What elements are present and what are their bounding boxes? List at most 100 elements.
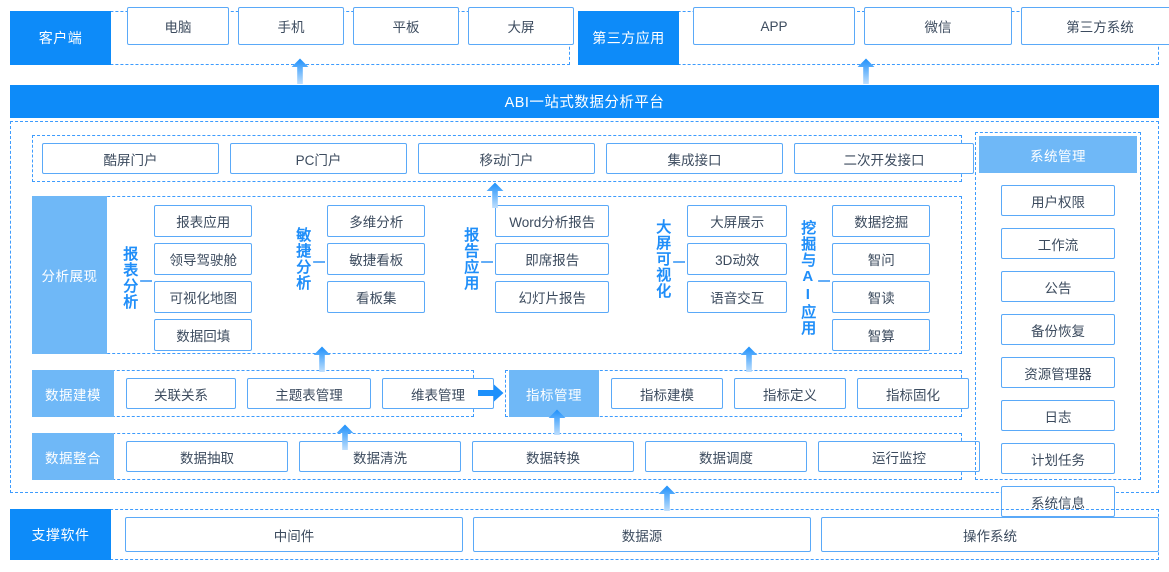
analysis-item-4-2[interactable]: 3D动效 xyxy=(687,243,788,275)
data-integration-item-5[interactable]: 运行监控 xyxy=(818,441,980,472)
portal-item-4[interactable]: 集成接口 xyxy=(606,143,783,174)
data-integration-item-4[interactable]: 数据调度 xyxy=(645,441,807,472)
analysis-group-item-list: 报表应用领导驾驶舱可视化地图数据回填 xyxy=(154,205,253,351)
analysis-item-label: 智读 xyxy=(867,291,895,306)
system-management-item-1[interactable]: 用户权限 xyxy=(1001,185,1115,216)
system-management-item-label: 工作流 xyxy=(1037,237,1079,253)
system-management-item-8[interactable]: 系统信息 xyxy=(1001,486,1115,517)
analysis-group-title: 挖掘与AI应用 xyxy=(799,220,817,336)
analysis-group-item-list: Word分析报告即席报告幻灯片报告 xyxy=(495,205,610,313)
data-integration-item-list: 数据抽取 数据清洗 数据转换 数据调度 运行监控 xyxy=(126,441,980,472)
analysis-item-2-2[interactable]: 敏捷看板 xyxy=(327,243,426,275)
data-integration-item-3[interactable]: 数据转换 xyxy=(472,441,634,472)
system-management-item-label: 备份恢复 xyxy=(1031,323,1085,339)
analysis-item-1-4[interactable]: 数据回填 xyxy=(154,319,253,351)
kpi-item-label: 指标固化 xyxy=(886,387,940,403)
analysis-group-1: 报表分析报表应用领导驾驶舱可视化地图数据回填 xyxy=(121,205,298,351)
analysis-group-item-list: 大屏展示 3D动效语音交互 xyxy=(687,205,788,313)
support-software-section-label: 支撑软件 xyxy=(10,509,111,560)
analysis-item-label: 多维分析 xyxy=(349,215,404,230)
system-management-section xyxy=(975,132,1141,480)
system-management-item-7[interactable]: 计划任务 xyxy=(1001,443,1115,474)
portal-item-2[interactable]: PC门户 xyxy=(230,143,407,174)
analysis-item-4-3[interactable]: 语音交互 xyxy=(687,281,788,313)
client-item-label: 手机 xyxy=(277,20,305,35)
portal-item-3[interactable]: 移动门户 xyxy=(418,143,595,174)
analysis-item-5-4[interactable]: 智算 xyxy=(832,319,931,351)
portal-item-label: 二次开发接口 xyxy=(843,152,925,168)
system-management-item-5[interactable]: 资源管理器 xyxy=(1001,357,1115,388)
client-item-label: 电脑 xyxy=(164,20,192,35)
support-item-2[interactable]: 数据源 xyxy=(473,517,811,552)
data-modeling-item-2[interactable]: 主题表管理 xyxy=(247,378,371,409)
data-modeling-item-list: 关联关系 主题表管理维表管理 xyxy=(126,378,494,409)
system-management-item-3[interactable]: 公告 xyxy=(1001,271,1115,302)
data-integration-item-label: 数据转换 xyxy=(526,450,580,466)
kpi-item-3[interactable]: 指标固化 xyxy=(857,378,969,409)
analysis-item-5-1[interactable]: 数据挖掘 xyxy=(832,205,931,237)
analysis-group-title: 敏捷分析 xyxy=(294,227,312,291)
analysis-item-label: 智算 xyxy=(867,329,895,344)
data-modeling-section-label: 数据建模 xyxy=(32,370,114,417)
arrow-report-up-arrow-up-icon xyxy=(313,346,331,372)
analysis-item-3-1[interactable]: Word分析报告 xyxy=(495,205,610,237)
client-item-4[interactable]: 大屏 xyxy=(468,7,574,45)
data-modeling-item-3[interactable]: 维表管理 xyxy=(382,378,494,409)
system-management-item-label: 用户权限 xyxy=(1031,194,1085,210)
kpi-item-label: 指标建模 xyxy=(640,387,694,403)
third-party-item-2[interactable]: 微信 xyxy=(864,7,1012,45)
data-modeling-item-label: 关联关系 xyxy=(154,387,208,403)
analysis-item-1-2[interactable]: 领导驾驶舱 xyxy=(154,243,253,275)
client-item-1[interactable]: 电脑 xyxy=(127,7,229,45)
analysis-item-label: 3D动效 xyxy=(715,253,760,268)
analysis-item-label: 大屏展示 xyxy=(710,215,765,230)
support-item-1[interactable]: 中间件 xyxy=(125,517,463,552)
support-item-3[interactable]: 操作系统 xyxy=(821,517,1159,552)
client-item-2[interactable]: 手机 xyxy=(238,7,344,45)
data-integration-item-1[interactable]: 数据抽取 xyxy=(126,441,288,472)
platform-title-bar: ABI一站式数据分析平台 xyxy=(10,85,1159,118)
kpi-management-section-label: 指标管理 xyxy=(509,370,599,417)
third-party-item-label: 第三方系统 xyxy=(1066,20,1134,35)
analysis-item-2-1[interactable]: 多维分析 xyxy=(327,205,426,237)
analysis-group-title: 报告应用 xyxy=(462,227,480,291)
analysis-item-2-3[interactable]: 看板集 xyxy=(327,281,426,313)
kpi-item-2[interactable]: 指标定义 xyxy=(734,378,846,409)
analysis-item-label: 看板集 xyxy=(356,291,397,306)
portal-item-5[interactable]: 二次开发接口 xyxy=(794,143,974,174)
system-management-item-6[interactable]: 日志 xyxy=(1001,400,1115,431)
analysis-group-title: 大屏可视化 xyxy=(654,219,672,299)
client-item-label: 大屏 xyxy=(507,20,535,35)
analysis-group-2: 敏捷分析多维分析敏捷看板看板集 xyxy=(294,205,471,313)
analysis-item-4-1[interactable]: 大屏展示 xyxy=(687,205,788,237)
analysis-item-label: 语音交互 xyxy=(710,291,765,306)
analysis-item-3-3[interactable]: 幻灯片报告 xyxy=(495,281,610,313)
analysis-item-label: 领导驾驶舱 xyxy=(169,253,238,268)
analysis-item-3-2[interactable]: 即席报告 xyxy=(495,243,610,275)
analysis-item-label: 幻灯片报告 xyxy=(518,291,587,306)
analysis-item-label: Word分析报告 xyxy=(509,215,596,230)
system-management-item-label: 计划任务 xyxy=(1031,452,1085,468)
third-party-section-label: 第三方应用 xyxy=(578,11,679,65)
support-item-label: 操作系统 xyxy=(963,528,1017,544)
data-integration-item-2[interactable]: 数据清洗 xyxy=(299,441,461,472)
system-management-item-4[interactable]: 备份恢复 xyxy=(1001,314,1115,345)
arrow-client-up-arrow-up-icon xyxy=(291,58,309,84)
client-item-3[interactable]: 平板 xyxy=(353,7,459,45)
data-modeling-item-1[interactable]: 关联关系 xyxy=(126,378,236,409)
analysis-item-label: 敏捷看板 xyxy=(349,253,404,268)
portal-item-1[interactable]: 酷屏门户 xyxy=(42,143,219,174)
third-party-item-1[interactable]: APP xyxy=(693,7,855,45)
analysis-item-5-2[interactable]: 智问 xyxy=(832,243,931,275)
analysis-group-title: 报表分析 xyxy=(121,246,139,310)
analysis-item-1-1[interactable]: 报表应用 xyxy=(154,205,253,237)
data-integration-item-label: 数据清洗 xyxy=(353,450,407,466)
analysis-group-item-list: 多维分析敏捷看板看板集 xyxy=(327,205,426,313)
analysis-item-5-3[interactable]: 智读 xyxy=(832,281,931,313)
analysis-item-1-3[interactable]: 可视化地图 xyxy=(154,281,253,313)
kpi-item-1[interactable]: 指标建模 xyxy=(611,378,723,409)
data-integration-item-label: 运行监控 xyxy=(872,450,926,466)
third-party-item-3[interactable]: 第三方系统 xyxy=(1021,7,1169,45)
system-management-item-2[interactable]: 工作流 xyxy=(1001,228,1115,259)
arrow-bigscreen-up-arrow-up-icon xyxy=(740,346,758,372)
